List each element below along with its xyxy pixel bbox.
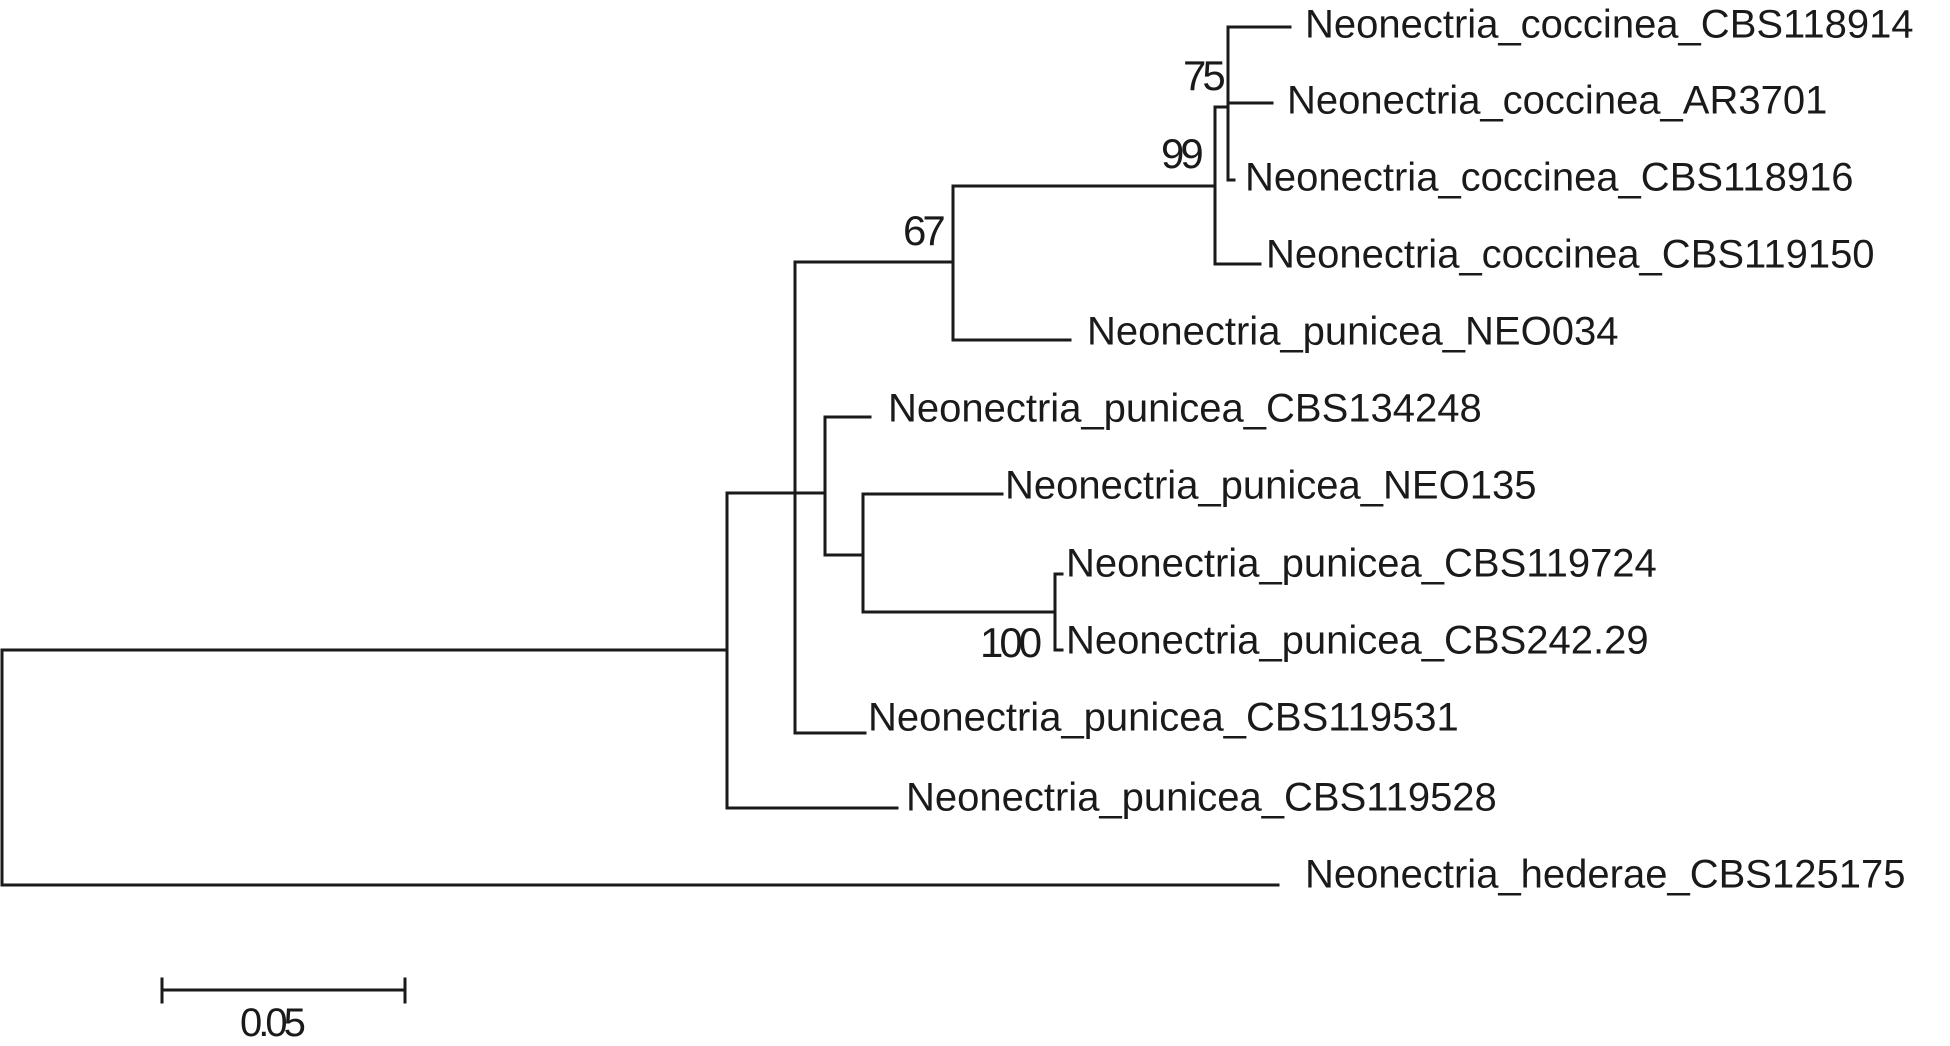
support-value-99: 99 — [1161, 130, 1202, 177]
taxon-label-ar3701: Neonectria_coccinea_AR3701 — [1287, 79, 1827, 123]
tree-branches — [0, 25, 1292, 887]
support-value-100: 100 — [980, 619, 1041, 666]
taxon-labels: Neonectria_coccinea_CBS118914 Neonectria… — [868, 3, 1914, 897]
taxon-label-cbs24229: Neonectria_punicea_CBS242.29 — [1066, 619, 1649, 663]
taxon-label-cbs119724: Neonectria_punicea_CBS119724 — [1066, 542, 1657, 586]
taxon-label-cbs125175: Neonectria_hederae_CBS125175 — [1305, 853, 1905, 897]
taxon-label-cbs118916: Neonectria_coccinea_CBS118916 — [1245, 156, 1854, 200]
support-values: 75 99 67 100 — [903, 52, 1228, 666]
taxon-label-cbs118914: Neonectria_coccinea_CBS118914 — [1305, 3, 1914, 47]
taxon-label-cbs119531: Neonectria_punicea_CBS119531 — [868, 696, 1459, 740]
scale-bar: 0.05 — [160, 977, 407, 1045]
support-value-75: 75 — [1183, 52, 1224, 99]
support-value-67: 67 — [903, 207, 944, 254]
taxon-label-cbs119528: Neonectria_punicea_CBS119528 — [906, 776, 1497, 820]
taxon-label-cbs119150: Neonectria_coccinea_CBS119150 — [1266, 233, 1875, 277]
taxon-label-cbs134248: Neonectria_punicea_CBS134248 — [888, 387, 1482, 431]
scale-bar-label: 0.05 — [240, 1001, 305, 1045]
taxon-label-neo034: Neonectria_punicea_NEO034 — [1087, 310, 1618, 354]
taxon-label-neo135: Neonectria_punicea_NEO135 — [1005, 464, 1536, 508]
